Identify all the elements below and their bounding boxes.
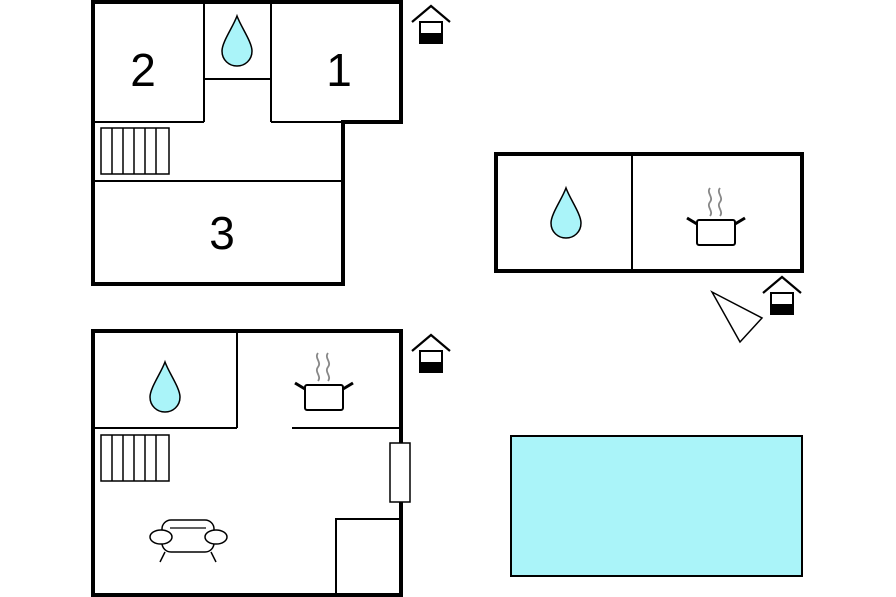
upper-floor-plan: 2 1 3 — [91, 0, 452, 286]
entrance-house-icon — [410, 4, 452, 45]
room-number-1: 1 — [326, 44, 352, 96]
entrance-house-icon — [410, 333, 452, 374]
water-drop-icon — [149, 361, 181, 413]
wall-utility-room — [335, 518, 401, 595]
staircase-icon — [100, 434, 170, 482]
room-number-3: 3 — [209, 207, 235, 259]
sofa-icon — [149, 519, 228, 563]
annex-plan — [494, 152, 804, 344]
room-number-2: 2 — [130, 44, 156, 96]
water-drop-icon — [221, 15, 253, 67]
staircase-icon — [100, 127, 170, 175]
ground-floor-plan — [91, 329, 452, 597]
cooking-pot-icon — [293, 351, 355, 412]
swimming-pool — [510, 435, 803, 577]
compass-arrow-icon — [710, 290, 764, 344]
water-drop-icon — [550, 187, 582, 239]
entrance-house-icon — [761, 275, 803, 316]
cooking-pot-icon — [685, 186, 747, 247]
window-icon — [389, 442, 411, 503]
annex-outer-wall — [494, 152, 804, 273]
